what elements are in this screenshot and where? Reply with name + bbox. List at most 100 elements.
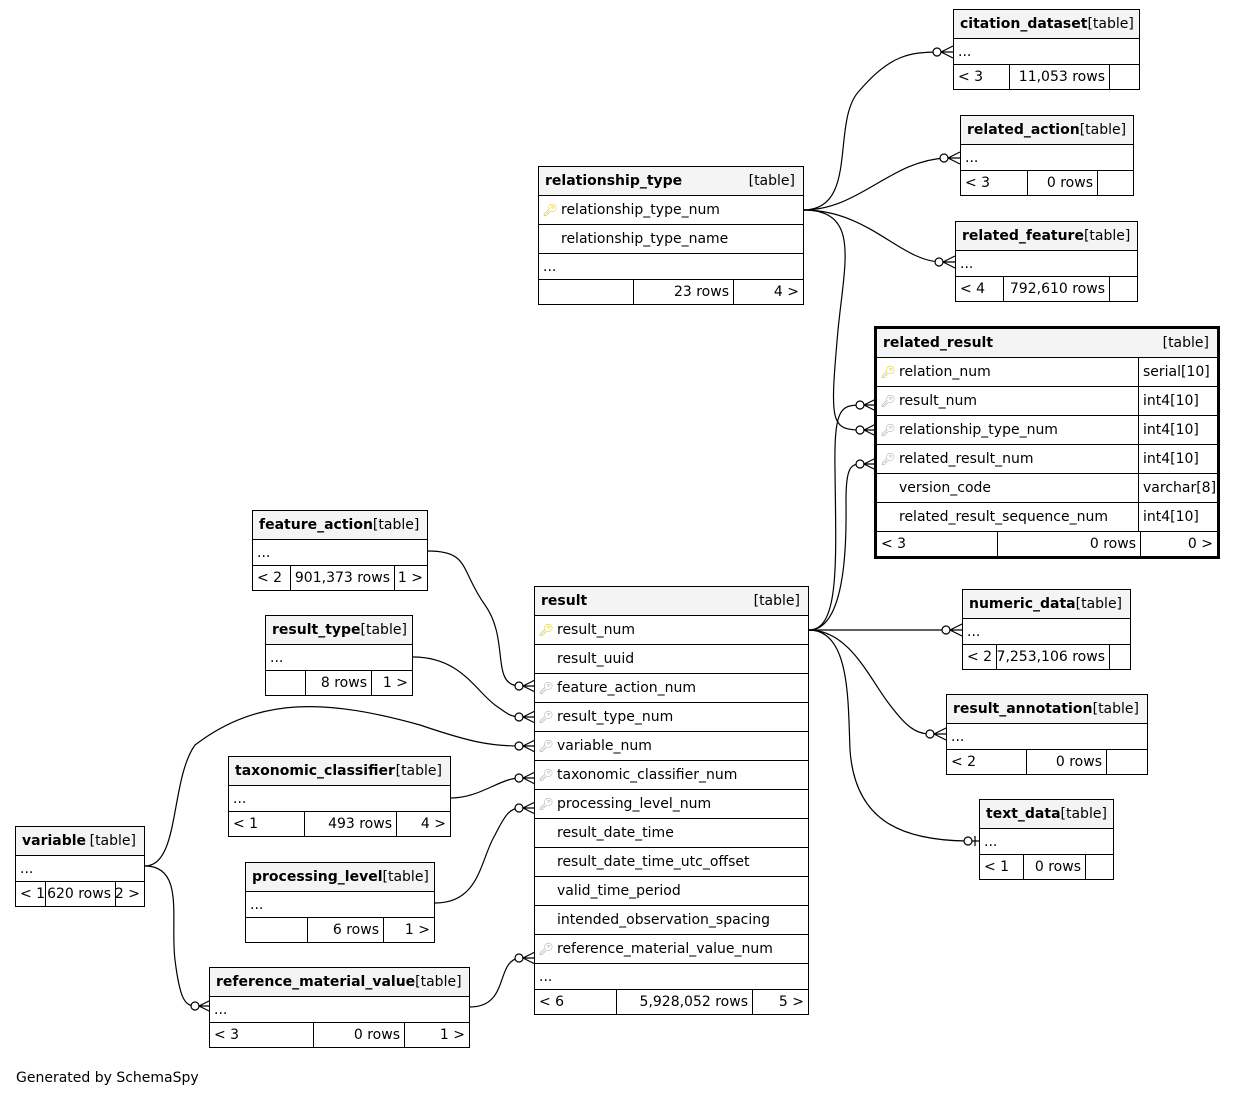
column-name: processing_level_num — [557, 796, 712, 812]
parents-count — [246, 918, 308, 942]
column-row[interactable]: 🔑︎relationship_type_num — [539, 196, 803, 225]
parents-count: < 6 — [535, 990, 617, 1014]
edge-feature-action-result — [427, 550, 521, 687]
column-name: result_uuid — [557, 651, 635, 667]
edge-variable-reference-material-value — [144, 865, 197, 1007]
children-count: 1 > — [397, 570, 423, 586]
column-row[interactable]: 🔑︎variable_num — [535, 732, 808, 761]
column-row[interactable]: 🔑︎feature_action_num — [535, 674, 808, 703]
column-row[interactable]: valid_time_period — [535, 877, 808, 906]
column-row[interactable]: result_date_time_utc_offset — [535, 848, 808, 877]
row-count: 901,373 rows — [291, 566, 395, 590]
table-header: relationship_type[table] — [539, 167, 803, 196]
column-row[interactable]: 🔑︎result_type_num — [535, 703, 808, 732]
column-row[interactable]: intended_observation_spacing — [535, 906, 808, 935]
edge-end-circle — [932, 47, 942, 57]
column-name: result_date_time_utc_offset — [557, 854, 750, 870]
table-kind: [table] — [1060, 806, 1107, 822]
columns-ellipsis: ... — [253, 540, 427, 566]
column-name: relationship_type_name — [561, 231, 729, 247]
column-row[interactable]: result_date_time — [535, 819, 808, 848]
table-name: related_result — [883, 335, 994, 351]
columns-ellipsis: ... — [210, 997, 469, 1023]
column-name: relationship_type_num — [899, 422, 1058, 438]
column-row[interactable]: 🔑︎taxonomic_classifier_num — [535, 761, 808, 790]
edge-end-circle — [855, 400, 865, 410]
table-name: citation_dataset — [960, 16, 1088, 32]
table-kind: [table] — [1083, 228, 1131, 244]
table-relationship-type[interactable]: relationship_type[table] 🔑︎relationship_… — [538, 166, 804, 305]
table-header: text_data[table] — [980, 800, 1113, 829]
footer-credit: Generated by SchemaSpy — [16, 1070, 199, 1086]
column-row[interactable]: 🔑︎reference_material_value_num — [535, 935, 808, 964]
table-kind: [table] — [748, 173, 795, 189]
column-row[interactable]: result_uuid — [535, 645, 808, 674]
table-name: result_type — [272, 622, 361, 638]
column-row[interactable]: 🔑︎result_num — [535, 616, 808, 645]
edge-end-circle — [514, 681, 524, 691]
edge-result-related-result-2 — [808, 463, 861, 631]
columns-ellipsis: ... — [954, 39, 1139, 65]
table-kind: [table] — [415, 974, 462, 990]
crow-foot — [522, 951, 536, 965]
edge-result-type-result — [412, 656, 521, 718]
row-count: 792,610 rows — [1004, 277, 1110, 301]
columns-ellipsis: ... — [535, 964, 808, 990]
columns-ellipsis: ... — [961, 145, 1133, 171]
table-name: numeric_data — [969, 596, 1076, 612]
edge-relationship-type-related-result — [802, 209, 861, 431]
edge-end-circle — [939, 153, 949, 163]
column-row[interactable]: 🔑︎processing_level_num — [535, 790, 808, 819]
edge-end-circle — [855, 459, 865, 469]
row-count: 5,928,052 rows — [617, 990, 753, 1014]
table-name: result_annotation — [953, 701, 1093, 717]
row-count: 7,253,106 rows — [997, 645, 1110, 669]
parents-count: < 1 — [16, 882, 46, 906]
table-name: processing_level — [252, 869, 383, 885]
row-count: 0 rows — [1027, 750, 1107, 774]
edge-result-related-result-1 — [808, 404, 861, 631]
edge-relationship-type-related-action — [802, 157, 948, 211]
row-count: 0 rows — [1024, 855, 1086, 879]
row-count: 23 rows — [634, 280, 734, 304]
column-name: valid_time_period — [557, 883, 681, 899]
edge-end-circle — [514, 773, 524, 783]
column-row[interactable]: relationship_type_name — [539, 225, 803, 254]
table-result[interactable]: result[table] 🔑︎result_num result_uuid 🔑… — [534, 586, 809, 1015]
columns-ellipsis: ... — [956, 251, 1137, 277]
table-name: reference_material_value — [216, 974, 416, 990]
table-header: citation_dataset[table] — [954, 10, 1139, 39]
children-count: 1 > — [382, 675, 408, 691]
parents-count: < 2 — [253, 566, 291, 590]
crow-foot — [949, 623, 963, 637]
table-name: variable — [22, 833, 87, 849]
crow-foot — [522, 710, 536, 724]
table-kind: [table] — [1087, 16, 1134, 32]
edge-end-circle — [963, 836, 973, 846]
row-count: 0 rows — [998, 532, 1141, 556]
parents-count: < 3 — [210, 1023, 314, 1047]
